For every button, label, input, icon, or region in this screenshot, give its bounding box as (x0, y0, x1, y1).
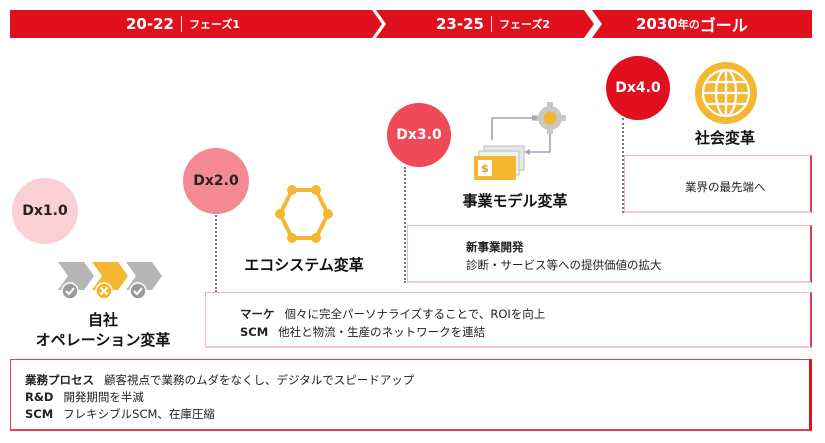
dx1-row1-text: 顧客視点で業務のムダをなくし、デジタルでスピードアップ (104, 373, 415, 387)
phase-1-name: フェーズ1 (188, 18, 241, 31)
dx1-title-line2: オペレーション変革 (35, 331, 171, 349)
dx1-title-line1: 自社 (87, 311, 118, 329)
dx3-detail-box: 新事業開発 診断・サービス等への提供価値の拡大 (407, 225, 812, 283)
phase-1-separator (180, 16, 182, 32)
dx1-row3-label: SCM (25, 407, 54, 421)
dx2-row1-label: マーケ (240, 307, 275, 321)
dx1-row2-label: R&D (25, 390, 54, 404)
dx1-box-row3: SCM フレキシブルSCM、在庫圧縮 (25, 406, 215, 422)
dx3-connector (404, 167, 406, 283)
cycle-arrows-icon (491, 117, 551, 153)
dx1-row3-text: フレキシブルSCM、在庫圧縮 (63, 407, 215, 421)
dx4-title: 社会変革 (694, 129, 755, 147)
globe-icon (695, 62, 757, 124)
dx1-badge: Dx1.0 (12, 178, 78, 244)
dx4-badge: Dx4.0 (606, 56, 670, 120)
dx4-box-text: 業界の最先端へ (685, 180, 766, 194)
gear-icon (534, 102, 566, 134)
goal-year: 2030 (636, 15, 678, 33)
goal-label: 2030 年の ゴール (636, 12, 748, 36)
business-model-icon: $ (474, 102, 566, 180)
dx2-box-row1: マーケ個々に完全パーソナライズすることで、ROIを向上 (240, 306, 545, 322)
dx1-title: 自社 オペレーション変革 (8, 310, 198, 350)
dx3-title: 事業モデル変革 (462, 192, 568, 210)
dx1-row2-text: 開発期間を半減 (63, 390, 144, 404)
dx3-badge: Dx3.0 (387, 103, 451, 167)
hexagon-network-icon (275, 185, 333, 243)
svg-text:$: $ (481, 162, 489, 175)
goal-arrow (592, 10, 812, 38)
dx2-box-row2: SCM 他社と物流・生産のネットワークを連結 (240, 324, 485, 340)
dx1-box-row2: R&D 開発期間を半減 (25, 389, 144, 405)
goal-word: ゴール (699, 16, 748, 35)
phase-2-label: 23-25 フェーズ2 (436, 12, 550, 36)
phase-1-years: 20-22 (126, 15, 174, 33)
phase-2-years: 23-25 (436, 15, 484, 33)
dx1-detail-box: 業務プロセス顧客視点で業務のムダをなくし、デジタルでスピードアップ R&D 開発期… (10, 359, 812, 431)
phase-timeline-bar (10, 10, 812, 38)
dx2-connector (215, 212, 217, 292)
dx1-row1-label: 業務プロセス (25, 373, 94, 387)
dx3-box-text: 診断・サービス等への提供価値の拡大 (466, 258, 662, 272)
process-chevrons-icon (58, 262, 162, 300)
dx1-box-row1: 業務プロセス顧客視点で業務のムダをなくし、デジタルでスピードアップ (25, 372, 414, 388)
dx2-row2-label: SCM (240, 325, 269, 339)
dx2-row1-text: 個々に完全パーソナライズすることで、ROIを向上 (284, 307, 546, 321)
dx2-title: エコシステム変革 (244, 256, 364, 274)
dx2-row2-text: 他社と物流・生産のネットワークを連結 (278, 325, 486, 339)
phase-1-arrow (10, 10, 382, 38)
goal-connector: 年の (677, 18, 700, 31)
phase-2-arrow (376, 10, 594, 38)
dx4-detail-box: 業界の最先端へ (624, 155, 812, 213)
money-bills-icon: $ (474, 145, 525, 180)
phase-2-name: フェーズ2 (498, 18, 551, 31)
dx2-detail-box: マーケ個々に完全パーソナライズすることで、ROIを向上 SCM 他社と物流・生産の… (205, 292, 812, 348)
phase-1-label: 20-22 フェーズ1 (126, 12, 240, 36)
dx2-badge: Dx2.0 (183, 148, 249, 214)
dx3-box-heading: 新事業開発 (466, 240, 524, 254)
phase-2-separator (490, 16, 492, 32)
dx4-connector (622, 118, 624, 213)
